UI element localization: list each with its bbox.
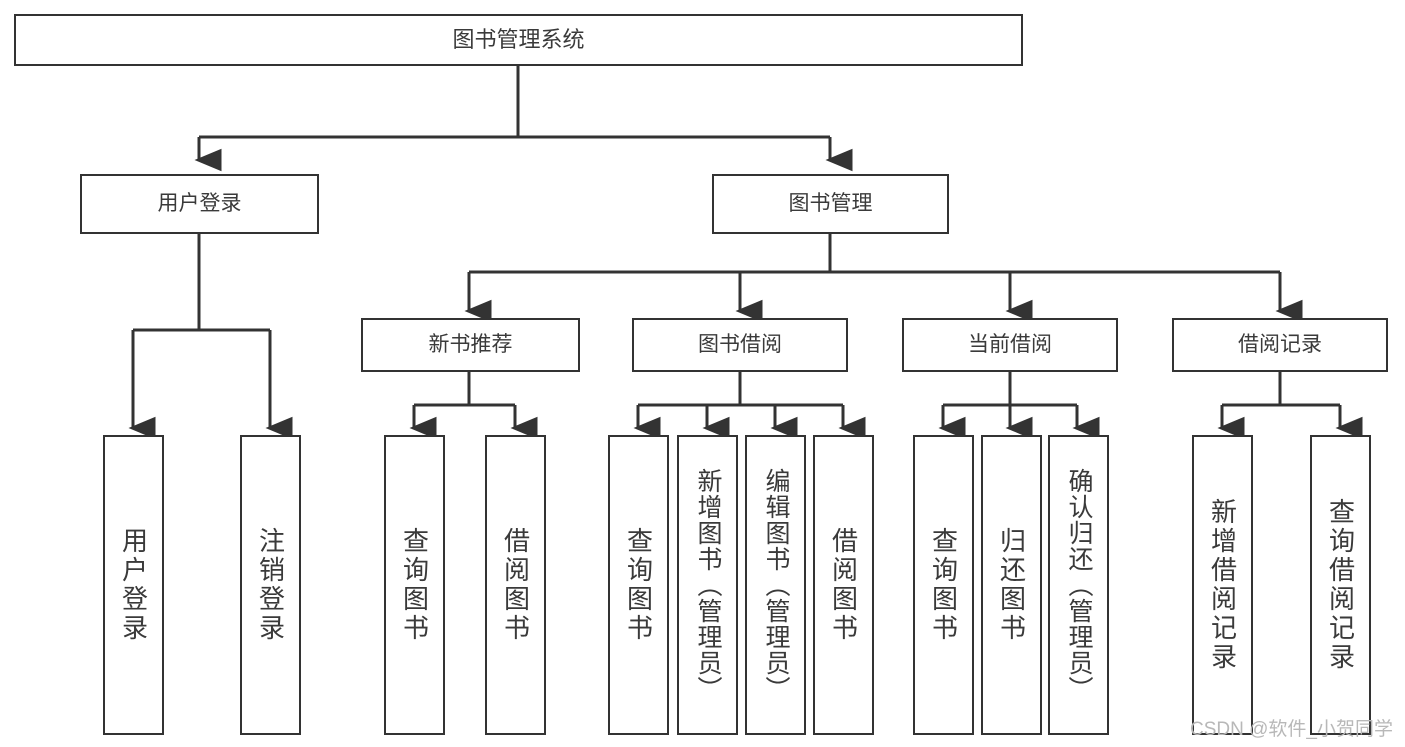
node-book-borrow[interactable]: 图书借阅 (632, 318, 848, 372)
node-label: 图书管理 (788, 191, 873, 215)
node-label: 查询图书 (623, 527, 654, 643)
leaf-user-login[interactable]: 用户登录 (103, 435, 164, 735)
leaf-borrow-book[interactable]: 借阅图书 (813, 435, 874, 735)
leaf-query-borrow-record[interactable]: 查询借阅记录 (1310, 435, 1371, 735)
node-label: 借阅记录 (1238, 332, 1322, 356)
node-label: 查询图书 (399, 527, 430, 643)
node-root-book-management-system[interactable]: 图书管理系统 (14, 14, 1023, 66)
node-label: 注销登录 (255, 527, 286, 643)
node-label: 借阅图书 (500, 527, 531, 643)
node-label: 用户登录 (118, 527, 149, 643)
leaf-borrow-book-recommend[interactable]: 借阅图书 (485, 435, 546, 735)
node-label: 确认归还（管理员） (1065, 468, 1093, 702)
node-book-management[interactable]: 图书管理 (712, 174, 949, 234)
node-label: 新书推荐 (428, 332, 513, 356)
csdn-watermark: CSDN @软件_小贺同学 (1190, 719, 1393, 740)
node-borrow-record[interactable]: 借阅记录 (1172, 318, 1388, 372)
leaf-query-book-borrow[interactable]: 查询图书 (608, 435, 669, 735)
node-label: 借阅图书 (828, 527, 859, 643)
leaf-add-borrow-record[interactable]: 新增借阅记录 (1192, 435, 1253, 735)
node-label: 新增借阅记录 (1207, 498, 1238, 672)
leaf-add-book-admin[interactable]: 新增图书（管理员） (677, 435, 738, 735)
node-label: 编辑图书（管理员） (762, 468, 790, 702)
node-label: 当前借阅 (968, 332, 1052, 356)
node-label: 查询图书 (928, 527, 959, 643)
leaf-edit-book-admin[interactable]: 编辑图书（管理员） (745, 435, 806, 735)
node-new-book-recommend[interactable]: 新书推荐 (361, 318, 580, 372)
leaf-query-book-recommend[interactable]: 查询图书 (384, 435, 445, 735)
leaf-query-book-current[interactable]: 查询图书 (913, 435, 974, 735)
node-label: 用户登录 (157, 191, 242, 215)
leaf-logout[interactable]: 注销登录 (240, 435, 301, 735)
node-label: 图书借阅 (698, 332, 782, 356)
node-label: 图书管理系统 (452, 27, 585, 53)
node-label: 查询借阅记录 (1325, 498, 1356, 672)
node-current-borrow[interactable]: 当前借阅 (902, 318, 1118, 372)
leaf-confirm-return-admin[interactable]: 确认归还（管理员） (1048, 435, 1109, 735)
node-user-login[interactable]: 用户登录 (80, 174, 319, 234)
node-label: 新增图书（管理员） (694, 468, 722, 702)
leaf-return-book[interactable]: 归还图书 (981, 435, 1042, 735)
node-label: 归还图书 (996, 527, 1027, 643)
